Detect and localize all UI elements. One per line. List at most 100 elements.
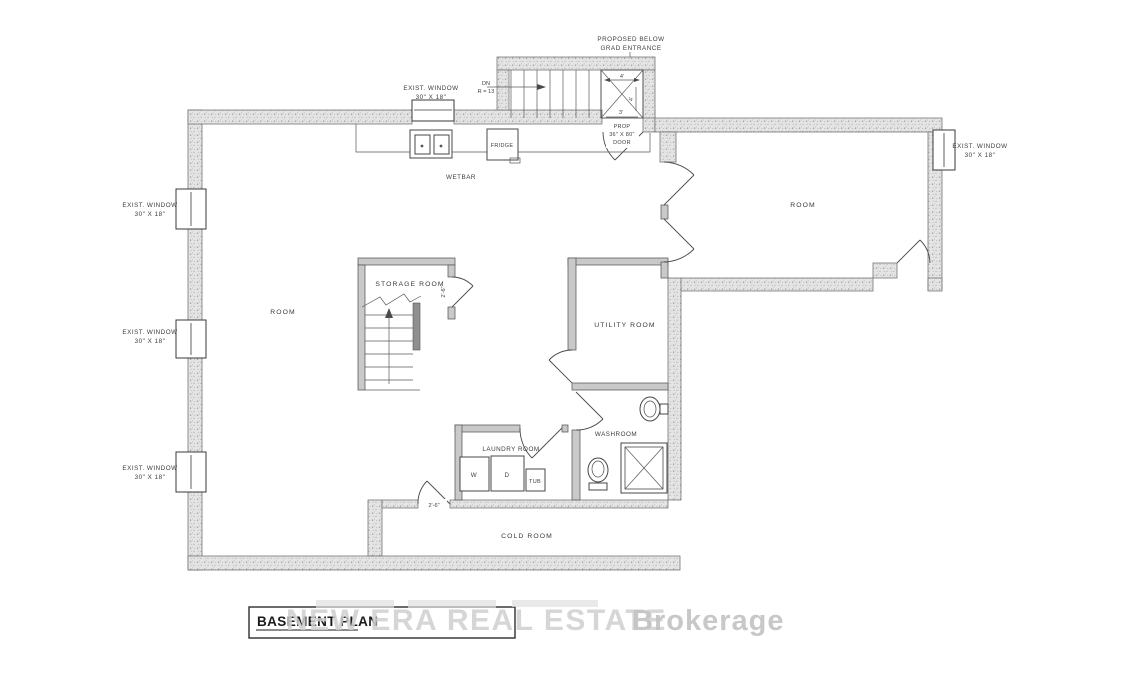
- middle-right-wall: [667, 277, 682, 501]
- washroom-door-arc: [575, 418, 604, 431]
- window-size: 30" X 18": [965, 152, 996, 159]
- sink-drain-right: [439, 144, 443, 148]
- stair-stringer: [412, 302, 421, 351]
- wetbar-label: WETBAR: [446, 174, 476, 181]
- wetbar-area: FRIDGE WETBAR: [355, 124, 651, 181]
- washroom-sink-tap: [659, 403, 669, 415]
- window-size: 30" X 18": [416, 94, 447, 101]
- washroom-door-panel: [575, 391, 604, 420]
- dryer-label: D: [504, 472, 509, 479]
- storage-room-label: STORAGE ROOM: [375, 281, 444, 288]
- watermark: NEW ERA REAL ESTATE Brokerage: [286, 600, 784, 637]
- window-label: EXIST. WINDOW: [403, 85, 458, 92]
- cold-room-door-arc: [417, 480, 428, 505]
- utility-washroom-divider: [571, 382, 669, 391]
- washroom-left-wall: [571, 429, 581, 501]
- laundry-room-label: LAUNDRY ROOM: [482, 446, 539, 453]
- wetbar-sink-bowl-right: [433, 134, 450, 155]
- right-room-label: ROOM: [790, 202, 816, 209]
- window-size: 30" X 18": [135, 338, 166, 345]
- laundry-door-arc: [519, 427, 533, 459]
- storage-right-wall-upper: [447, 264, 456, 278]
- watermark-artifact: [408, 600, 496, 608]
- room-labels: ROOM ROOM STORAGE ROOM UTILITY ROOM WASH…: [270, 202, 816, 540]
- title-block: BASEMENT PLAN: [248, 606, 516, 639]
- storage-door-arc: [451, 276, 474, 287]
- cold-room-top-wall-right: [449, 499, 669, 509]
- plan-title: BASEMENT PLAN: [257, 614, 378, 629]
- stair-break-line: [361, 293, 422, 308]
- washroom-sink: [639, 396, 661, 422]
- dryer-box: [490, 455, 525, 492]
- storage-top-wall: [357, 257, 456, 266]
- stair-treads-interior: [365, 314, 420, 391]
- utility-door-arc: [548, 349, 573, 361]
- outer-walls: [187, 56, 943, 571]
- window-label: EXIST. WINDOW: [122, 465, 177, 472]
- cold-room-top-wall-left: [381, 499, 419, 509]
- watermark-artifact: [316, 600, 394, 608]
- storage-door-panel: [451, 285, 474, 308]
- window-right: EXIST. WINDOW 30" X 18": [932, 129, 1007, 171]
- right-room-bottom-wall: [679, 277, 874, 292]
- stair-direction-label: DN: [482, 81, 490, 87]
- bottom-wall: [187, 555, 681, 571]
- window-label: EXIST. WINDOW: [122, 329, 177, 336]
- interior-stairs: [361, 293, 422, 391]
- dim-arrow: [634, 78, 640, 82]
- utility-room-label: UTILITY ROOM: [594, 322, 655, 329]
- doors: 2'-6" 2'-6": [417, 131, 931, 509]
- shower-cross-2: [624, 446, 664, 490]
- top-wall-right: [654, 117, 943, 133]
- stair-down-arrow-head: [537, 84, 546, 90]
- prop-door-line1: PROP: [614, 124, 631, 130]
- watermark-suffix: Brokerage: [632, 605, 784, 637]
- prop-door-line3: DOOR: [613, 140, 631, 146]
- laundry-door-panel: [531, 427, 563, 459]
- fridge-box: [486, 128, 519, 161]
- right-room-door-panel: [896, 239, 921, 264]
- wetbar-sink-bowl-left: [414, 134, 431, 155]
- entrance-label-line2: GRAD ENTRANCE: [600, 45, 661, 52]
- toilet-bowl: [587, 457, 609, 483]
- title-box: [248, 606, 516, 639]
- dim-arrow: [604, 78, 610, 82]
- stair-up-arrow-head: [385, 308, 393, 318]
- washroom-label: WASHROOM: [595, 431, 637, 438]
- watermark-brand: NEW ERA REAL ESTATE: [286, 604, 667, 637]
- utility-left-wall: [567, 257, 577, 351]
- laundry-top-wall-right: [561, 424, 569, 433]
- corridor-door-b-panel: [663, 218, 695, 250]
- corridor-door-b-arc: [663, 248, 695, 263]
- corridor-door-a-arc: [663, 161, 695, 176]
- utility-door-panel: [548, 359, 573, 384]
- interior-walls: [357, 204, 669, 501]
- tub-box: [525, 468, 546, 492]
- window-left-middle: EXIST. WINDOW 30" X 18": [122, 319, 207, 359]
- landing-depth-dim: 4': [629, 97, 635, 101]
- stairwell-left-wall: [496, 69, 510, 111]
- fridge-label: FRIDGE: [491, 143, 514, 149]
- fixtures: W D TUB: [459, 396, 669, 494]
- entrance-label-line1: PROPOSED BELOW: [597, 36, 664, 43]
- cold-room-label: COLD ROOM: [501, 533, 553, 540]
- cold-room-door-dim: 2'-6": [428, 503, 439, 509]
- landing-width-dim: 4': [620, 74, 624, 80]
- stair-risers-label: R = 13: [478, 89, 495, 95]
- right-room-bottom-wall-end: [927, 277, 943, 292]
- tub-label: TUB: [529, 479, 541, 485]
- corridor-pilaster: [659, 131, 677, 163]
- prop-door-label-bg: [606, 121, 639, 148]
- main-room-label: ROOM: [270, 309, 296, 316]
- corridor-wall-lower: [660, 261, 669, 279]
- landing-cross-2: [600, 69, 644, 119]
- top-wall-mid: [453, 109, 603, 125]
- window-label: EXIST. WINDOW: [122, 202, 177, 209]
- prop-door-label: PROP 36" X 80" DOOR: [606, 121, 639, 148]
- storage-left-wall: [357, 264, 366, 391]
- sink-drain-left: [420, 144, 424, 148]
- right-room-wall-notch: [872, 262, 898, 279]
- utility-top-wall: [567, 257, 669, 266]
- windows: EXIST. WINDOW 30" X 18" EXIST. WINDOW 30…: [122, 85, 1007, 493]
